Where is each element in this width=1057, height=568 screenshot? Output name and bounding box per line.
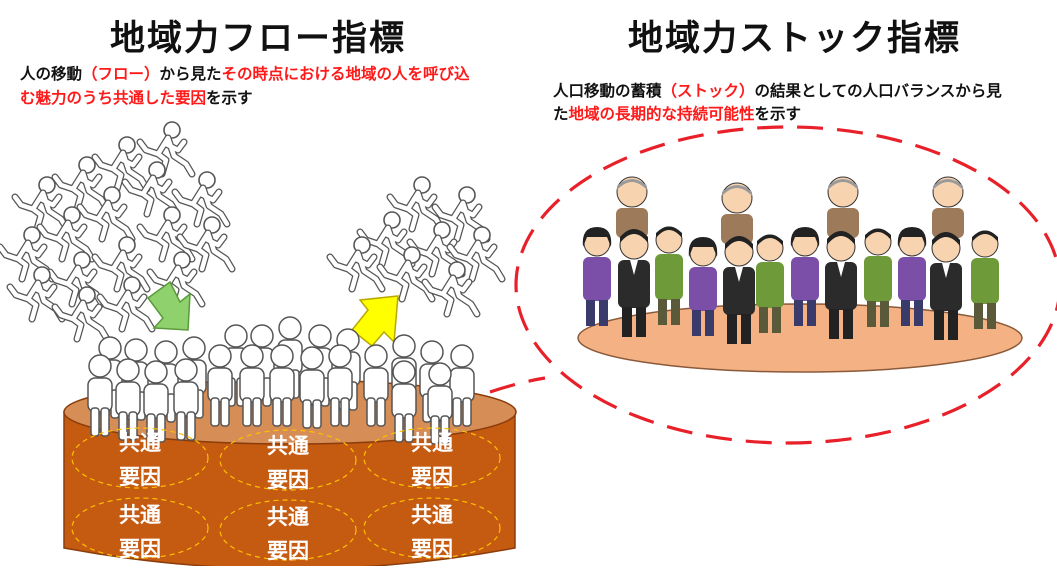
stock-speech-bubble (489, 125, 1057, 445)
stock-index-title: 地域力ストック指標 (628, 19, 962, 59)
factor-line-1: 共通 (267, 505, 309, 529)
incoming-crowd-illustration (0, 122, 232, 339)
factor-line-1: 共通 (411, 431, 453, 455)
flow-desc-part-5: を示す (206, 89, 253, 107)
flow-desc-part-2: （フロー） (82, 65, 160, 83)
flow-index-description: 人の移動（フロー）から見たその時点における地域の人を呼び込む魅力のうち共通した要… (20, 62, 480, 110)
common-factor-label: 共通要因 (392, 498, 472, 566)
common-factor-label: 共通要因 (392, 426, 472, 494)
outgoing-crowd-illustration (330, 177, 502, 314)
factor-line-2: 要因 (119, 537, 161, 561)
common-factor-label: 共通要因 (100, 426, 180, 494)
flow-desc-part-3: から見た (159, 65, 222, 83)
flow-desc-part-1: 人の移動 (20, 65, 83, 83)
common-factor-label: 共通要因 (248, 429, 328, 497)
stock-index-description: 人口移動の蓄積（ストック）の結果としての人口バランスから見た地域の長期的な持続可… (553, 80, 1013, 126)
common-factor-label: 共通要因 (100, 498, 180, 566)
population-group-illustration (577, 176, 1023, 373)
factor-line-1: 共通 (411, 503, 453, 527)
stock-desc-part-3: の結果としての人口バランスから見た (553, 82, 1002, 123)
stock-desc-part-4: 地域の長期的な持続可能性 (568, 105, 755, 123)
arrow-in-icon (146, 280, 191, 331)
stock-desc-part-1: 人口移動の蓄積 (553, 82, 662, 100)
factor-line-1: 共通 (119, 431, 161, 455)
factor-line-1: 共通 (267, 434, 309, 458)
factor-ellipses (71, 427, 501, 561)
factor-line-2: 要因 (411, 465, 453, 489)
factor-line-2: 要因 (267, 468, 309, 492)
factor-line-2: 要因 (411, 537, 453, 561)
flow-index-title: 地域力フロー指標 (110, 19, 407, 59)
common-factor-label: 共通要因 (248, 500, 328, 568)
flow-desc-part-4: その時点における地域の人を呼び込む魅力のうち共通した要因 (20, 65, 470, 107)
arrow-out-icon (350, 295, 399, 348)
stock-desc-part-5: を示す (754, 105, 802, 123)
factor-line-2: 要因 (267, 539, 309, 563)
stock-desc-part-2: （ストック） (661, 82, 755, 100)
factor-line-1: 共通 (119, 503, 161, 527)
factor-line-2: 要因 (119, 465, 161, 489)
